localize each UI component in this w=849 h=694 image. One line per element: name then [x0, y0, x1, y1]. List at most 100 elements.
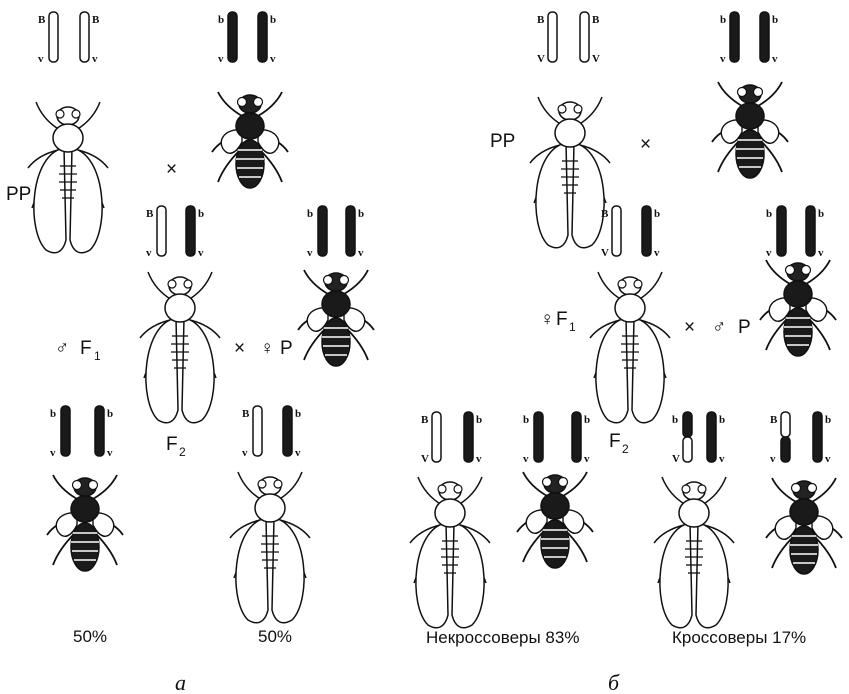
- chromosome-pair-p: b v b v: [307, 206, 364, 259]
- f1-label: ♂ F 1: [55, 338, 101, 363]
- gene-label: B: [38, 14, 46, 26]
- gene-label: V: [421, 453, 429, 465]
- gene-label: b: [270, 14, 276, 26]
- f2-result-percent: 50%: [258, 627, 292, 646]
- cross-symbol: ×: [234, 338, 245, 359]
- gene-label: V: [601, 247, 609, 259]
- generation-label: P: [738, 317, 751, 338]
- gene-label: b: [218, 14, 224, 26]
- gene-label: v: [146, 247, 152, 259]
- fly-light-icon: [530, 97, 610, 248]
- panel-letter: а: [175, 670, 186, 694]
- gene-label: b: [818, 208, 824, 220]
- gene-label: v: [242, 447, 248, 459]
- sex-symbol: ♂: [55, 338, 69, 359]
- fly-dark-icon: [517, 472, 593, 568]
- fly-light-icon: [230, 472, 310, 623]
- f2-result-label: Кроссоверы 17%: [672, 628, 806, 647]
- gene-label: v: [358, 247, 364, 259]
- gene-label: B: [592, 14, 600, 26]
- gene-label: b: [672, 414, 678, 426]
- gene-label: v: [270, 53, 276, 65]
- gene-label: v: [295, 447, 301, 459]
- generation-subscript: 2: [622, 442, 629, 456]
- gene-label: v: [772, 53, 778, 65]
- gene-label: b: [307, 208, 313, 220]
- gene-label: b: [295, 408, 301, 420]
- chromosome-pair-f1: B v b v: [146, 206, 204, 259]
- gene-label: B: [92, 14, 100, 26]
- generation-label: F: [556, 309, 568, 330]
- gene-label: v: [523, 453, 529, 465]
- chromosome-pair-f2-a: b v b v: [50, 406, 113, 459]
- gene-label: V: [592, 53, 600, 65]
- f2-label: F 2: [166, 434, 186, 459]
- gene-label: b: [358, 208, 364, 220]
- generation-subscript: 2: [179, 445, 186, 459]
- gene-label: v: [218, 53, 224, 65]
- cross-symbol: ×: [166, 159, 177, 180]
- chromosome-pair-f2-d: B v b v: [770, 412, 831, 465]
- gene-label: v: [476, 453, 482, 465]
- fly-dark-icon: [712, 82, 788, 178]
- gene-label: b: [584, 414, 590, 426]
- gene-label: v: [198, 247, 204, 259]
- chromosome-pair-p: b v b v: [766, 206, 824, 259]
- chromosome-pair-parent-left: B v B v: [38, 12, 100, 65]
- chromosome-pair-parent-right: b v b v: [720, 12, 778, 65]
- gene-label: v: [825, 453, 831, 465]
- gene-label: b: [766, 208, 772, 220]
- gene-label: b: [654, 208, 660, 220]
- fly-dark-icon: [212, 92, 288, 188]
- gene-label: B: [601, 208, 609, 220]
- f2-result-label: Некроссоверы 83%: [426, 628, 579, 647]
- fly-light-icon: [28, 102, 108, 253]
- generation-subscript: 1: [569, 320, 576, 334]
- chromosome-pair-parent-right: b v b v: [218, 12, 276, 65]
- fly-light-icon: [590, 272, 670, 423]
- gene-label: b: [772, 14, 778, 26]
- gene-label: B: [242, 408, 250, 420]
- gene-label: b: [719, 414, 725, 426]
- f2-label: F 2: [609, 431, 629, 456]
- gene-label: b: [523, 414, 529, 426]
- gene-label: v: [584, 453, 590, 465]
- p-label: ♂ P: [712, 317, 751, 338]
- gene-label: V: [672, 453, 680, 465]
- sex-symbol: ♂: [712, 317, 726, 338]
- gene-label: v: [719, 453, 725, 465]
- gene-label: v: [720, 53, 726, 65]
- chromosome-pair-f2-c: b V b v: [672, 412, 725, 465]
- fly-dark-icon: [766, 478, 842, 574]
- sex-symbol: ♀: [260, 338, 274, 359]
- gene-label: B: [770, 414, 778, 426]
- gene-label: b: [825, 414, 831, 426]
- fly-light-icon: [410, 477, 490, 628]
- gene-label: v: [307, 247, 313, 259]
- gene-label: v: [50, 447, 56, 459]
- chromosome-pair-f2-b: B v b v: [242, 406, 301, 459]
- gene-label: v: [92, 53, 98, 65]
- gene-label: V: [537, 53, 545, 65]
- gene-label: b: [198, 208, 204, 220]
- gene-label: v: [766, 247, 772, 259]
- cross-symbol: ×: [640, 134, 651, 155]
- p-label: ♀ P: [260, 338, 293, 359]
- fly-dark-icon: [298, 270, 374, 366]
- chromosome-pair-f1: B V b v: [601, 206, 660, 259]
- fly-light-icon: [140, 272, 220, 423]
- gene-label: B: [421, 414, 429, 426]
- gene-label: B: [146, 208, 154, 220]
- cross-symbol: ×: [684, 317, 695, 338]
- gene-label: v: [107, 447, 113, 459]
- generation-label: F: [80, 338, 92, 359]
- parents-label: PP: [490, 131, 515, 152]
- gene-label: v: [770, 453, 776, 465]
- sex-symbol: ♀: [540, 309, 554, 330]
- generation-label: F: [166, 434, 178, 455]
- fly-dark-icon: [760, 260, 836, 356]
- panel-a: B v B v PP × b v b v B v b v ♂: [6, 12, 374, 694]
- gene-label: b: [107, 408, 113, 420]
- fly-dark-icon: [47, 475, 123, 571]
